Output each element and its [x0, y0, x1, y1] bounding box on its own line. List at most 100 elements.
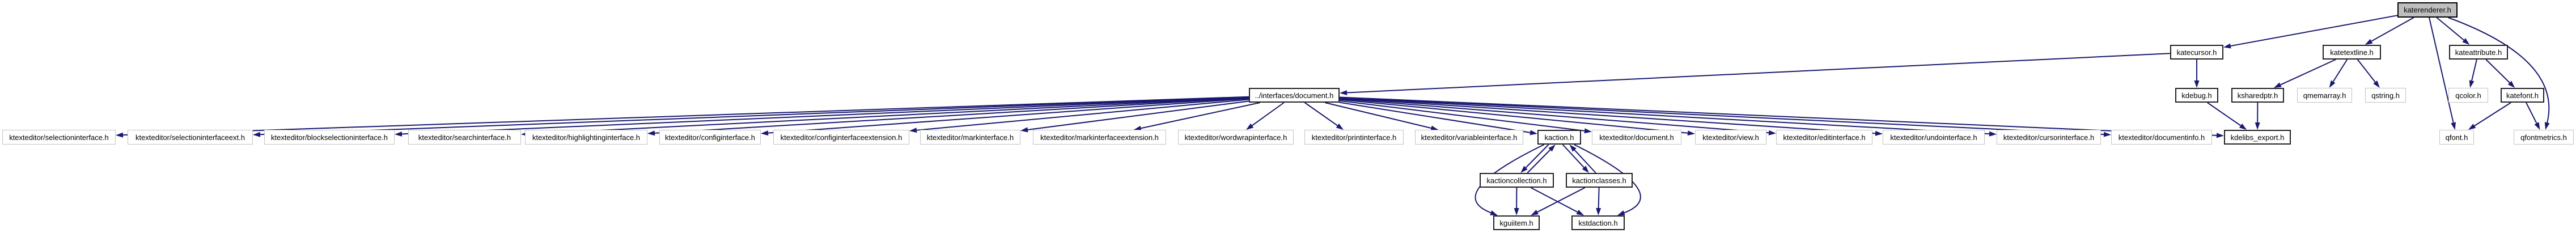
edge-arrowhead-doc-to-markext [1133, 125, 1142, 131]
edge-doc-to-kdelibs [1339, 96, 2217, 136]
edge-arrowhead-doc-to-ktundo [1875, 130, 1883, 136]
edge-renderer-to-textline [2371, 17, 2414, 42]
edge-arrowhead-kaclasses-to-kaction [1569, 145, 1577, 152]
edge-arrowhead-kacoll-to-kstdaction [1576, 209, 1584, 215]
graph-node-config: ktexteditor/configinterface.h [659, 130, 761, 145]
edge-arrowhead-kaclasses-to-kstdaction [1596, 207, 1601, 215]
graph-node-ktundo: ktexteditor/undointerface.h [1883, 130, 1985, 145]
edge-arrowhead-doc-to-wordwrap [1246, 123, 1254, 130]
graph-node-ktedit: ktexteditor/editinterface.h [1776, 130, 1872, 145]
edge-doc-to-print [1304, 102, 1338, 126]
edge-textline-to-qstring [2357, 59, 2376, 83]
graph-node-qcolor: qcolor.h [2448, 88, 2488, 103]
graph-node-cursor[interactable]: katecursor.h [2170, 45, 2223, 60]
graph-node-kstdaction[interactable]: kstdaction.h [1571, 215, 1625, 230]
graph-node-configext: ktexteditor/configinterfaceextension.h [773, 130, 909, 145]
graph-node-kdebug[interactable]: kdebug.h [2175, 88, 2218, 103]
graph-node-selext: ktexteditor/selectioninterfaceext.h [128, 130, 253, 145]
graph-node-textline[interactable]: katetextline.h [2323, 45, 2381, 60]
edge-arrowhead-kaction-to-kguiitem [1490, 210, 1498, 215]
edge-arrowhead-kacoll-to-kaction [1548, 145, 1556, 152]
edge-arrowhead-cursor-to-doc [1340, 90, 1348, 96]
edge-arrowhead-katefont-to-qfontmetrics [2534, 122, 2540, 130]
edge-attribute-to-qcolor [2471, 59, 2477, 81]
edge-arrowhead-doc-to-ktedit [1768, 130, 1776, 135]
edge-arrowhead-doc-to-ktcursor [1989, 131, 1997, 137]
edge-arrowhead-renderer-to-attribute [2462, 38, 2470, 45]
edge-arrowhead-doc-to-kaction [1530, 130, 1537, 135]
edge-doc-to-ktundo [1339, 98, 1876, 134]
edge-renderer-to-attribute [2436, 17, 2464, 41]
graph-node-doc[interactable]: ../interfaces/document.h [1249, 88, 1340, 103]
graph-node-mark: ktexteditor/markinterface.h [920, 130, 1020, 145]
graph-node-variable: ktexteditor/variableinterface.h [1415, 130, 1523, 145]
edge-arrowhead-textline-to-qstring [2373, 80, 2380, 88]
edge-arrowhead-doc-to-mark [1020, 127, 1028, 133]
edge-doc-to-mark [1027, 100, 1249, 130]
edge-katefont-to-qfontmetrics [2526, 102, 2537, 124]
graph-node-kdelibs[interactable]: kdelibs_export.h [2224, 130, 2291, 145]
graph-node-ksharedptr[interactable]: ksharedptr.h [2231, 88, 2284, 103]
graph-node-print: ktexteditor/printinterface.h [1304, 130, 1404, 145]
edge-arrowhead-attribute-to-qcolor [2469, 80, 2475, 88]
edge-cursor-to-doc [1346, 53, 2171, 94]
edge-arrowhead-renderer-to-qfont [2451, 122, 2456, 130]
edge-doc-to-config [768, 98, 1249, 134]
edge-arrowhead-doc-to-sel [116, 132, 124, 138]
edge-doc-to-ktdocinfo [1339, 96, 2104, 135]
edge-katefont-to-qfont [2474, 102, 2511, 126]
graph-node-sel: ktexteditor/selectioninterface.h [2, 130, 116, 145]
graph-node-ktdoc: ktexteditor/document.h [1592, 130, 1681, 145]
graph-node-search: ktexteditor/searchinterface.h [408, 130, 521, 145]
edge-doc-to-sel [122, 96, 1249, 136]
edge-doc-to-markext [1141, 102, 1260, 129]
edge-arrowhead-kaclasses-to-kguiitem [1531, 210, 1539, 215]
graph-node-kaction[interactable]: kaction.h [1537, 130, 1581, 145]
edge-arrowhead-renderer-to-qfontmetrics [2544, 122, 2550, 130]
edge-arrowhead-doc-to-print [1336, 123, 1344, 130]
edge-doc-to-search [528, 97, 1249, 135]
graph-node-kacoll[interactable]: kactioncollection.h [1480, 173, 1554, 188]
edge-arrowhead-kaction-to-kacoll [1520, 166, 1528, 173]
graph-node-attribute[interactable]: kateattribute.h [2449, 45, 2508, 60]
edge-doc-to-ktedit [1339, 98, 1769, 134]
edge-arrowhead-doc-to-config [761, 130, 769, 136]
graph-node-qstring: qstring.h [2365, 88, 2406, 103]
graph-node-ktdocinfo: ktexteditor/documentinfo.h [2111, 130, 2212, 145]
graph-node-qfont: qfont.h [2439, 130, 2474, 145]
graph-node-wordwrap: ktexteditor/wordwrapinterface.h [1178, 130, 1294, 145]
edge-kdebug-to-kdelibs [2207, 102, 2242, 126]
edge-kacoll-to-kaction [1527, 149, 1551, 173]
edge-renderer-to-cursor [2230, 15, 2398, 47]
edge-kaction-to-kaclasses [1562, 144, 1584, 168]
graph-node-katefont[interactable]: katefont.h [2501, 88, 2544, 103]
edge-arrowhead-doc-to-kdelibs [2216, 133, 2224, 138]
edge-doc-to-ktcursor [1339, 97, 1990, 135]
edge-arrowhead-doc-to-selext [253, 132, 261, 137]
edge-arrowhead-renderer-to-textline [2365, 39, 2373, 45]
edge-arrowhead-renderer-to-cursor [2223, 43, 2231, 49]
edge-kaclasses-to-kguiitem [1537, 187, 1586, 213]
edge-doc-to-variable [1324, 102, 1431, 129]
edge-doc-to-selext [260, 96, 1249, 135]
edge-arrowhead-doc-to-highlight [647, 130, 655, 136]
graph-node-renderer: katerenderer.h [2397, 2, 2458, 18]
graph-node-kguiitem[interactable]: kguiitem.h [1493, 215, 1540, 230]
edge-arrowhead-ksharedptr-to-kdelibs [2255, 122, 2260, 130]
edge-arrowhead-katefont-to-qfont [2468, 124, 2476, 130]
edge-doc-to-kaction [1339, 101, 1531, 133]
graph-node-kaclasses[interactable]: kactionclasses.h [1566, 173, 1633, 188]
graph-node-ktview: ktexteditor/view.h [1695, 130, 1766, 145]
edge-arrowhead-doc-to-ktdocinfo [2103, 132, 2111, 137]
graph-node-blocksel: ktexteditor/blockselectioninterface.h [264, 130, 395, 145]
graph-node-qfontmetrics: qfontmetrics.h [2514, 130, 2574, 145]
edge-textline-to-ksharedptr [2280, 59, 2336, 86]
edge-attribute-to-katefont [2485, 59, 2510, 83]
edge-renderer-to-qfontmetrics [2448, 17, 2550, 123]
graph-node-markext: ktexteditor/markinterfaceextension.h [1033, 130, 1166, 145]
graph-node-ktcursor: ktexteditor/cursorinterface.h [1997, 130, 2101, 145]
edge-doc-to-ktdoc [1339, 100, 1585, 132]
edge-doc-to-ktview [1339, 99, 1688, 134]
edge-arrowhead-cursor-to-kdebug [2194, 81, 2200, 88]
